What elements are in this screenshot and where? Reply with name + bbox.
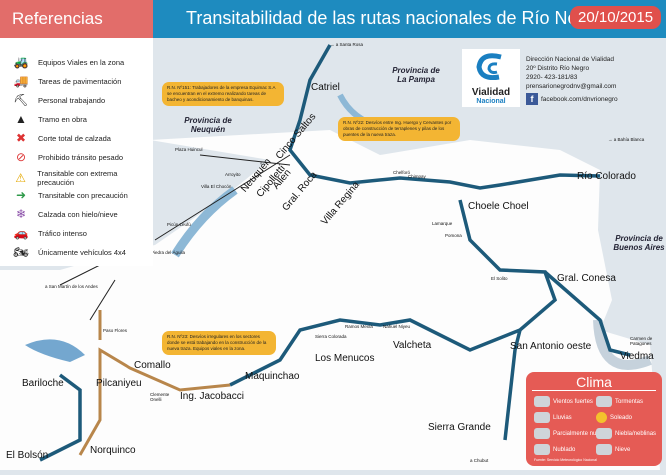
- legend-item-extreme-caution: ⚠Transitable con extrema precaución: [8, 169, 153, 187]
- place-chubut: a Chubut: [470, 458, 489, 463]
- note-rn23: R.N. Nº23: Desvíos irregulares en los se…: [162, 331, 276, 355]
- city-gral-conesa: Gral. Conesa: [557, 273, 616, 284]
- city-valcheta: Valcheta: [393, 340, 432, 351]
- clima-fog: Niebla/neblinas: [596, 428, 656, 439]
- sun-icon: [596, 412, 607, 423]
- map-area: Catriel Cinco Saltos Neuquén Cipolletti …: [0, 38, 666, 470]
- clima-sun: Soleado: [596, 412, 632, 423]
- legend-item-roadwork: ▲Tramo en obra: [8, 112, 87, 126]
- clima-cloudy: Nublado: [534, 444, 575, 455]
- clima-partly: Parcialmente nublado: [534, 428, 611, 439]
- header-bar: Referencias Transitabilidad de las rutas…: [0, 0, 666, 38]
- legend-item-no-heavy: ⊘Prohibido tránsito pesado: [8, 150, 123, 164]
- date-badge: 20/10/2015: [570, 6, 662, 29]
- city-bariloche: Bariloche: [22, 378, 64, 389]
- place-arroyito: Arroyito: [225, 172, 241, 177]
- city-pilcaniyeu: Pilcaniyeu: [96, 378, 142, 389]
- clima-snow: Nieve: [596, 444, 630, 455]
- province-neuquen: Provincia de Neuquén: [184, 116, 232, 134]
- clima-title: Clima: [532, 372, 656, 391]
- province-la-pampa: Provincia de La Pampa: [392, 66, 440, 84]
- place-santa-rosa: → a Santa Rosa: [330, 42, 364, 47]
- place-chimpay: Chimpay: [408, 174, 426, 179]
- city-catriel: Catriel: [311, 82, 340, 93]
- city-maquinchao: Maquinchao: [245, 371, 300, 382]
- vialidad-logo: Vialidad Nacional: [462, 49, 520, 107]
- legend-item-workers: ⛏Personal trabajando: [8, 93, 105, 107]
- rain-icon: [534, 412, 550, 423]
- legend-item-ice: ❄Calzada con hielo/nieve: [8, 207, 118, 221]
- city-viedma: Viedma: [620, 351, 654, 362]
- place-el-solito: El Solito: [491, 276, 508, 281]
- legend-title: Referencias: [0, 0, 153, 38]
- city-los-menucos: Los Menucos: [315, 353, 375, 364]
- clima-panel: Clima Vientos fuertes Tormentas Lluvias …: [526, 372, 662, 466]
- clima-rain: Lluvias: [534, 412, 572, 423]
- paving-icon: 🚚: [13, 74, 29, 88]
- clima-source: Fuente: Servicio Meteorológico Nacional: [534, 458, 597, 462]
- legend-item-traffic: 🚗Tráfico intenso: [8, 226, 87, 240]
- atv-icon: 🏍: [13, 245, 29, 259]
- city-norquinco: Norquinco: [90, 445, 136, 456]
- place-lamarque: Lamarque: [432, 221, 453, 226]
- legend-item-closed: ✖Corte total de calzada: [8, 131, 111, 145]
- place-nahuel-niyeu: Nahuel Niyeu: [383, 324, 411, 329]
- snow-icon: [596, 444, 612, 455]
- cloudy-icon: [534, 444, 550, 455]
- fog-icon: [596, 428, 612, 439]
- note-rn22: R.N. Nº22: Desvíos entre Ing. Huergo y C…: [338, 117, 460, 141]
- place-chelforo: Chelforó: [393, 170, 411, 175]
- cone-icon: ▲: [15, 112, 27, 126]
- place-clemente-onelli: Clemente Onelli: [150, 392, 170, 402]
- city-san-antonio-oeste: San Antonio oeste: [510, 341, 592, 352]
- provincial-routes: [78, 310, 231, 456]
- place-pomona: Pomona: [445, 233, 462, 238]
- partly-cloudy-icon: [534, 428, 550, 439]
- legend-panel: 🚜Equipos Viales en la zona 🚚Tareas de pa…: [0, 38, 153, 266]
- place-bahia-blanca: → a Bahía Blanca: [608, 137, 645, 142]
- place-ramos-mexia: Ramos Mexía: [345, 324, 373, 329]
- place-villa-el-chocon: Villa El Chocón: [201, 184, 232, 189]
- caution-arrow-icon: ➜: [15, 188, 27, 202]
- facebook-icon: f: [526, 93, 538, 105]
- road-equipment-icon: 🚜: [13, 55, 29, 69]
- contact-info: Dirección Nacional de Vialidad 20º Distr…: [526, 56, 618, 105]
- legend-item-equipment: 🚜Equipos Viales en la zona: [8, 55, 125, 69]
- place-paso-flores: Paso Flores: [103, 328, 128, 333]
- legend-item-4x4: 🏍Únicamente vehículos 4x4: [8, 245, 126, 259]
- facebook-link[interactable]: facebook.com/dnvrionegro: [541, 95, 618, 103]
- city-ing-jacobacci: Ing. Jacobacci: [180, 391, 244, 402]
- heavy-traffic-icon: 🚗: [13, 226, 29, 240]
- city-choele-choel: Choele Choel: [468, 201, 529, 212]
- storm-icon: [596, 396, 612, 407]
- email-link[interactable]: prensarionegrodnv@gmail.com: [526, 83, 617, 90]
- legend-item-paving: 🚚Tareas de pavimentación: [8, 74, 122, 88]
- city-comallo: Comallo: [134, 360, 171, 371]
- wind-icon: [534, 396, 550, 407]
- province-buenos-aires: Provincia de Buenos Aires: [613, 234, 665, 252]
- city-el-bolson: El Bolsón: [6, 450, 49, 461]
- clima-wind: Vientos fuertes: [534, 396, 593, 407]
- page-title: Transitabilidad de las rutas nacionales …: [186, 8, 604, 28]
- place-picun-leufu: Picún Leufú: [167, 222, 191, 227]
- city-rio-colorado: Río Colorado: [577, 171, 636, 182]
- place-sierra-colorada: Sierra Colorada: [315, 334, 347, 339]
- place-san-martin: a San Martín de los Andes: [45, 284, 98, 289]
- vialidad-swirl-icon: [476, 53, 502, 80]
- worker-icon: ⛏: [13, 93, 29, 107]
- place-plaza-huincul: Plaza Huincul: [175, 147, 203, 152]
- place-carmen-patagones: Carmen de Patagones: [630, 336, 653, 346]
- place-piedra-del-aguila: Piedra del Águila: [151, 250, 186, 255]
- legend-item-caution: ➜Transitable con precaución: [8, 188, 128, 202]
- national-routes: [39, 44, 631, 462]
- closed-road-icon: ✖: [15, 131, 27, 145]
- note-rn151: R.N. Nº151: Trabajadores de la empresa E…: [162, 82, 284, 106]
- map-canvas: [0, 44, 660, 470]
- no-heavy-traffic-icon: ⊘: [15, 150, 27, 164]
- clima-storm: Tormentas: [596, 396, 643, 407]
- ice-snow-icon: ❄: [15, 207, 27, 221]
- city-sierra-grande: Sierra Grande: [428, 422, 491, 433]
- warning-icon: ⚠: [15, 171, 27, 185]
